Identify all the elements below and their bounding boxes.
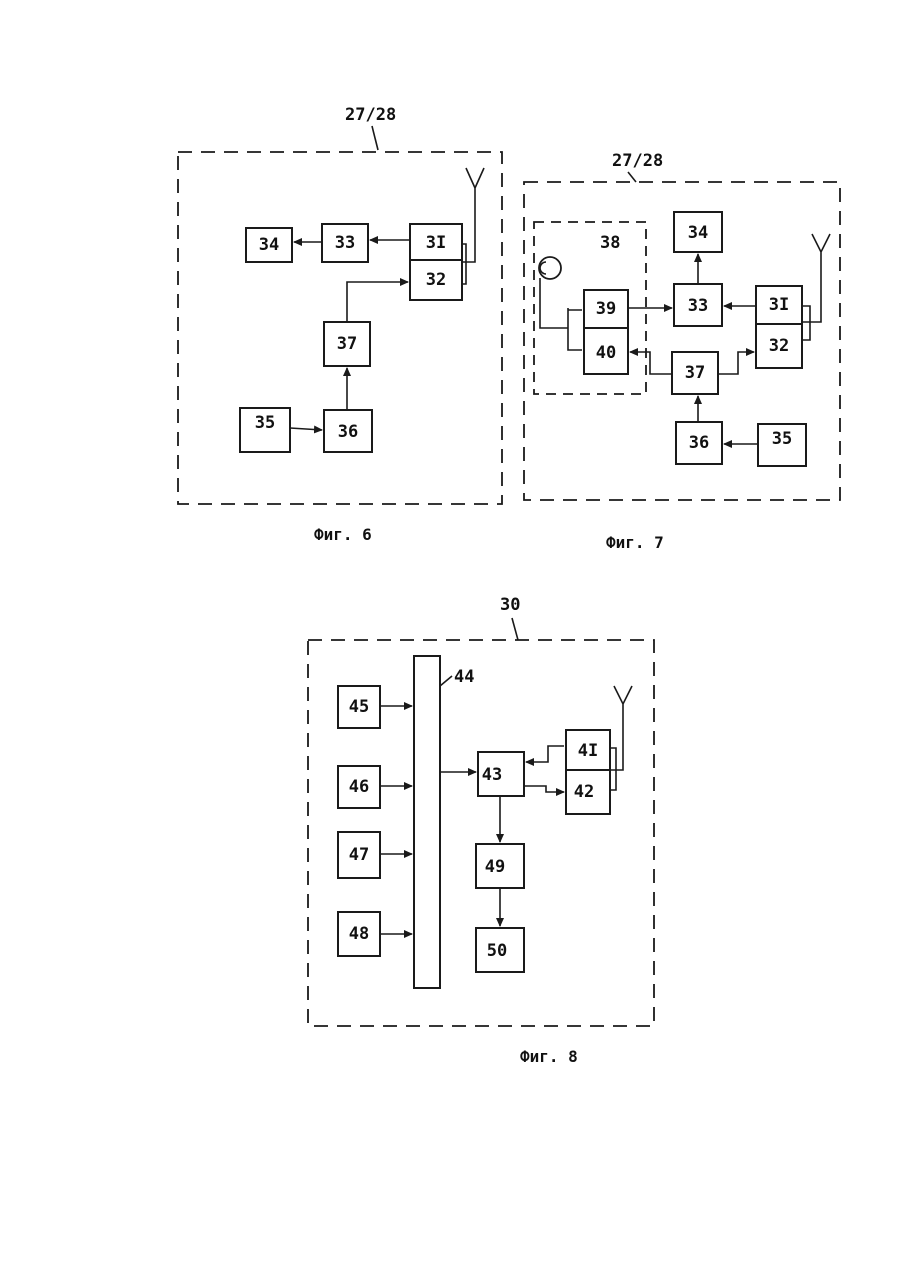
fig6-block-34-label: 34 [259,235,279,255]
fig6-reference-label: 27/28 [345,105,396,125]
fig7-block-32-label: 32 [769,336,789,356]
fig7-block-31-label: 3I [769,295,789,315]
fig6-block-33-label: 33 [335,233,355,253]
fig6-arrow-35-36 [290,428,322,430]
fig7-group-38-label: 38 [600,233,620,253]
fig8-block-45-label: 45 [349,697,369,717]
fig7-sensor-icon [539,257,561,279]
fig6-block-31-label: 3I [426,233,446,253]
fig7-sensor-arc [540,262,546,274]
fig8-reference-leader [512,618,518,640]
fig8-block-47-label: 47 [349,845,369,865]
fig7-block-36-label: 36 [689,433,709,453]
fig7-block-35-label: 35 [772,429,792,449]
fig8-block-46-label: 46 [349,777,369,797]
figure-7: 27/28 38 34 39 40 33 3I 32 37 36 35 [524,151,840,552]
fig7-sensor-link [540,278,582,350]
fig7-antenna-icon [802,234,830,322]
fig6-reference-leader [372,126,378,150]
fig7-caption: Фиг. 7 [606,533,664,552]
fig8-block-41-label: 4I [578,741,598,761]
fig7-arrow-37-40 [630,352,672,374]
figure-8: 30 44 45 46 47 48 43 4I 42 49 50 [308,595,654,1066]
fig7-arrow-37-32 [718,352,754,374]
fig7-block-34-label: 34 [688,223,708,243]
fig8-bus-44-label: 44 [454,667,474,687]
fig6-block-32-label: 32 [426,270,446,290]
fig8-block-48-label: 48 [349,924,369,944]
fig8-block-42-label: 42 [574,782,594,802]
fig7-block-39-label: 39 [596,299,616,319]
fig6-block-37-label: 37 [337,334,357,354]
fig8-bus-44-leader [440,676,452,686]
fig6-block-35-label: 35 [255,413,275,433]
fig8-caption: Фиг. 8 [520,1047,578,1066]
fig6-caption: Фиг. 6 [314,525,372,544]
fig8-antenna-icon [610,686,632,770]
figure-6: 27/28 34 33 3I 32 37 35 36 Фиг. 6 [178,105,502,544]
fig7-block-37-label: 37 [685,363,705,383]
fig8-arrow-41-43 [526,746,564,762]
fig7-reference-leader [628,172,636,182]
fig6-arrow-37-32 [347,282,408,322]
fig7-block-33-label: 33 [688,296,708,316]
fig8-reference-label: 30 [500,595,520,615]
fig6-block-36-label: 36 [338,422,358,442]
fig8-arrow-43-42 [524,786,564,792]
fig8-block-43-label: 43 [482,765,502,785]
fig7-antenna-link [802,306,810,340]
fig7-block-40-label: 40 [596,343,616,363]
fig8-block-50-label: 50 [487,941,507,961]
fig8-bus-44 [414,656,440,988]
fig8-block-49-label: 49 [485,857,505,877]
fig7-reference-label: 27/28 [612,151,663,171]
